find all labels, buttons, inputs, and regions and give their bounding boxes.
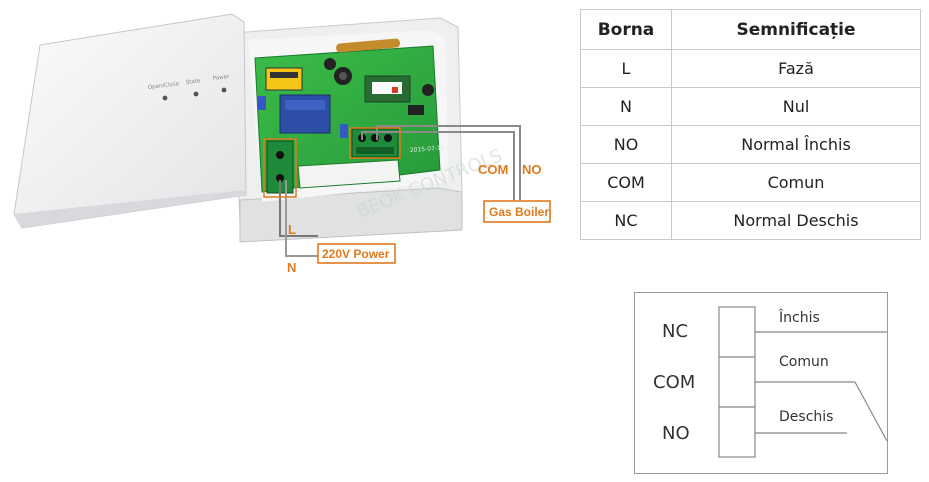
terminal-code: NO xyxy=(580,125,672,164)
capacitor xyxy=(422,84,434,96)
power-label: 220V Power xyxy=(322,247,390,261)
header-meaning: Semnificație xyxy=(671,9,921,50)
l-label: L xyxy=(288,222,296,237)
power-led xyxy=(221,87,227,93)
chip xyxy=(408,105,424,115)
table-row: NC Normal Deschis xyxy=(580,201,921,240)
circuit-board: 2015-07-16 xyxy=(254,38,445,194)
terminal-meaning: Comun xyxy=(671,163,921,202)
com-label: COM xyxy=(478,162,508,177)
capacitor xyxy=(324,58,336,70)
terminal-code: COM xyxy=(580,163,672,202)
terminal-meaning: Normal Închis xyxy=(671,125,921,164)
table-row: COM Comun xyxy=(580,163,921,202)
contact-diagram-lines xyxy=(718,306,888,458)
lid-label-open-close: Open/Close xyxy=(148,81,181,91)
lid-label-state: State xyxy=(186,78,202,86)
terminal-meaning: Normal Deschis xyxy=(671,201,921,240)
board-date: 2015-07-16 xyxy=(410,145,445,154)
table-row: L Fază xyxy=(580,49,921,88)
table-header-row: Borna Semnificație xyxy=(580,9,921,50)
gas-boiler-box xyxy=(483,200,551,223)
power-box xyxy=(317,243,396,264)
power-wiring xyxy=(263,138,318,257)
gas-boiler-label: Gas Boiler xyxy=(489,205,549,219)
antenna-coil xyxy=(336,38,400,53)
thermostat-receiver-photo: 2015-07-16 BEOK CONTROLS Open/Close Stat… xyxy=(13,13,551,275)
relay-contact-diagram: NC COM NO Închis Comun Deschis xyxy=(634,292,888,474)
terminal-code: NC xyxy=(580,201,672,240)
diagram-com-label: COM xyxy=(653,372,696,393)
no-label: NO xyxy=(522,162,542,177)
terminal-code: L xyxy=(580,49,672,88)
lid-label-power: Power xyxy=(213,74,231,82)
transformer xyxy=(265,67,303,91)
table-row: N Nul xyxy=(580,87,921,126)
header-terminal: Borna xyxy=(580,9,672,50)
status-led xyxy=(162,95,168,101)
diagram-no-label: NO xyxy=(662,423,690,444)
table-row: NO Normal Închis xyxy=(580,125,921,164)
terminal-table: Borna Semnificație L Fază N Nul NO Norma… xyxy=(580,9,921,240)
n-label: N xyxy=(287,260,296,275)
receiver-lid: Open/Close State Power xyxy=(13,13,247,229)
diagram-open-label: Deschis xyxy=(779,409,834,425)
status-led xyxy=(193,91,199,97)
diagram-common-label: Comun xyxy=(779,354,829,370)
terminal-code: N xyxy=(580,87,672,126)
diagram-closed-label: Închis xyxy=(779,310,820,326)
terminal-meaning: Nul xyxy=(671,87,921,126)
boiler-wiring xyxy=(349,125,521,200)
terminal-meaning: Fază xyxy=(671,49,921,88)
diagram-nc-label: NC xyxy=(662,321,689,342)
